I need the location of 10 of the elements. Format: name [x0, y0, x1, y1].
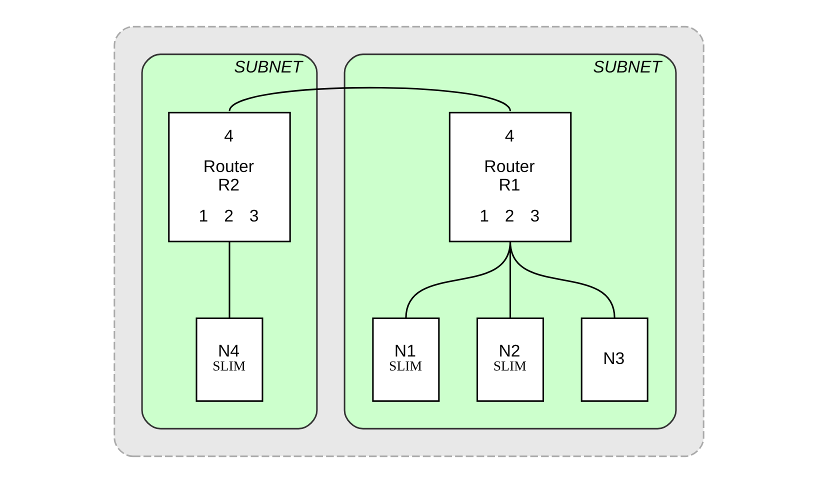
node-box: N1 SLIM: [372, 317, 440, 402]
node-box: 4 Router R2 1 2 3: [168, 112, 291, 242]
connector: [228, 242, 230, 318]
node-box: N4 SLIM: [196, 317, 264, 402]
connector: [228, 86, 511, 112]
node-box: N2 SLIM: [476, 317, 544, 402]
connector: [510, 241, 616, 318]
cluster: [114, 26, 704, 458]
node-box: N3: [580, 317, 648, 402]
node-box: 4 Router R1 1 2 3: [448, 112, 572, 242]
